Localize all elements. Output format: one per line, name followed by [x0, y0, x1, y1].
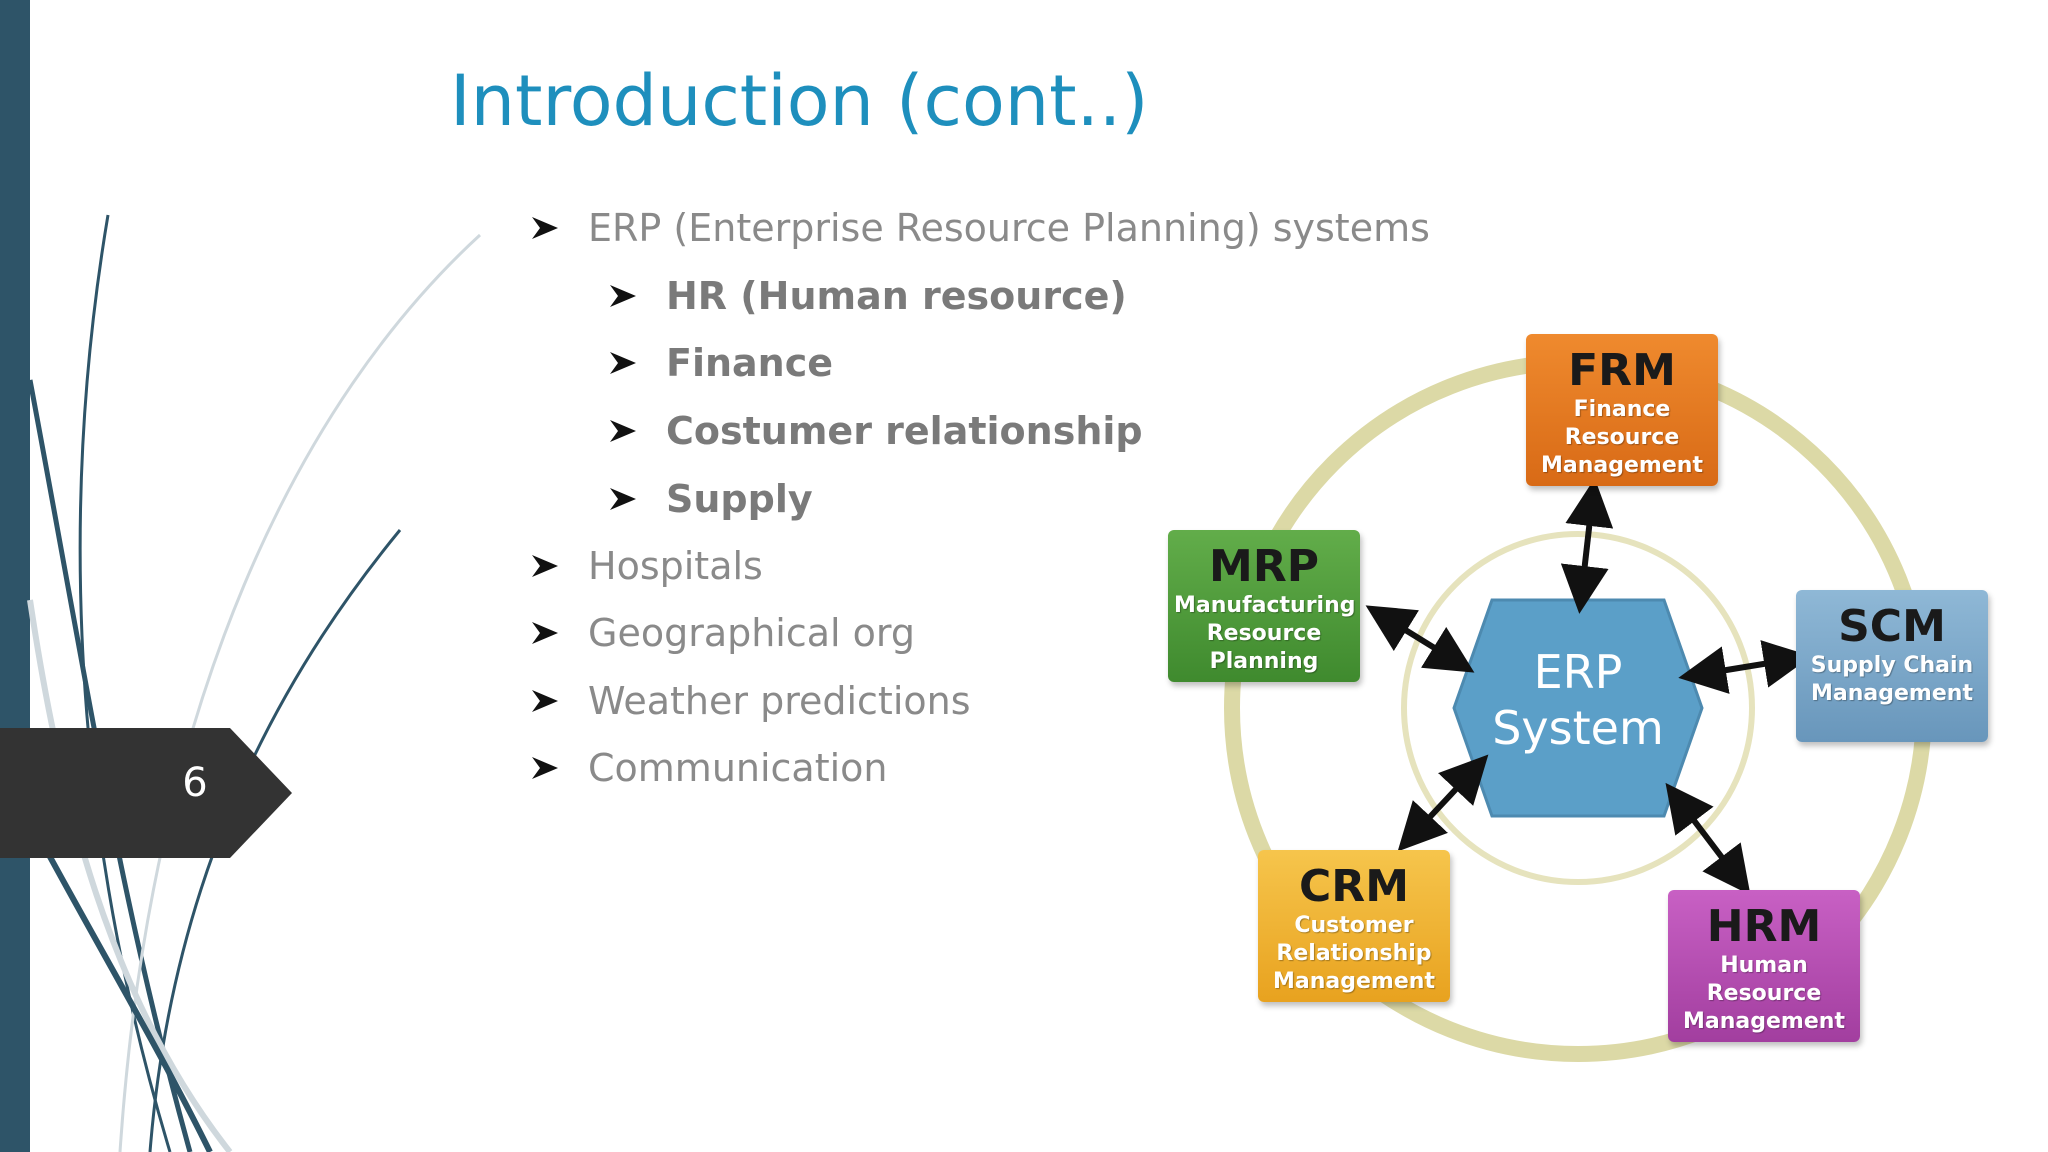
module-full-name: Supply Chain Management	[1810, 653, 1974, 706]
arrow-crm	[1397, 754, 1489, 852]
bullet-item: Supply	[608, 477, 813, 521]
module-full-name: Manufacturing Resource Planning	[1174, 593, 1356, 674]
module-frm: FRM Finance Resource Management	[1526, 334, 1718, 486]
left-accent-strip	[0, 0, 30, 1152]
bullet-item: Communication	[530, 746, 888, 790]
module-crm: CRM Customer Relationship Management	[1258, 850, 1450, 1002]
arrow-bullet-icon	[610, 488, 636, 510]
bullet-item: ERP (Enterprise Resource Planning) syste…	[530, 206, 1430, 250]
arrow-bullet-icon	[532, 622, 558, 644]
bullet-text: Weather predictions	[588, 679, 971, 723]
arrow-bullet-icon	[610, 285, 636, 307]
bullet-text: HR (Human resource)	[666, 274, 1127, 318]
module-mrp: MRP Manufacturing Resource Planning	[1168, 530, 1360, 682]
bullet-text: Costumer relationship	[666, 409, 1143, 453]
module-abbr: SCM	[1838, 601, 1946, 652]
decorative-curves	[27, 214, 482, 1152]
module-full-name: Finance Resource Management	[1541, 397, 1703, 478]
arrow-bullet-icon	[532, 217, 558, 239]
module-abbr: MRP	[1209, 541, 1319, 592]
bullet-item: Hospitals	[530, 544, 763, 588]
bullet-item: Finance	[608, 341, 833, 385]
module-abbr: CRM	[1299, 861, 1409, 912]
arrow-mrp	[1365, 605, 1475, 673]
arrow-bullet-icon	[610, 420, 636, 442]
bullet-item: Weather predictions	[530, 679, 971, 723]
bullet-item: HR (Human resource)	[608, 274, 1127, 318]
erp-line1: ERP	[1533, 645, 1623, 699]
arrow-bullet-icon	[532, 757, 558, 779]
bullet-item: Geographical org	[530, 611, 915, 655]
bullet-text: Hospitals	[588, 544, 763, 588]
module-full-name: Human Resource Management	[1683, 953, 1845, 1034]
module-hrm: HRM Human Resource Management	[1668, 890, 1860, 1042]
erp-diagram: ERP System FRM Finance Resource Manageme…	[1160, 320, 2020, 1080]
arrow-bullet-icon	[532, 690, 558, 712]
bullet-text: Supply	[666, 477, 813, 521]
page-number-tag	[0, 728, 292, 858]
erp-center-label: ERP System	[1478, 644, 1678, 756]
module-scm: SCM Supply Chain Management	[1796, 590, 1988, 742]
bullet-text: Finance	[666, 341, 834, 385]
bullet-text: Communication	[588, 746, 888, 790]
bullet-text: ERP (Enterprise Resource Planning) syste…	[588, 206, 1430, 250]
bullet-item: Costumer relationship	[608, 409, 1143, 453]
bullet-text: Geographical org	[588, 611, 916, 655]
module-full-name: Customer Relationship Management	[1273, 913, 1435, 994]
arrow-hrm	[1665, 782, 1751, 896]
slide-title: Introduction (cont..)	[450, 60, 1149, 142]
erp-hexagon	[1452, 598, 1704, 818]
page-number: 6	[182, 760, 208, 806]
erp-line2: System	[1492, 701, 1664, 755]
arrow-bullet-icon	[610, 352, 636, 374]
module-abbr: FRM	[1568, 345, 1676, 396]
module-abbr: HRM	[1706, 901, 1822, 952]
arrow-frm	[1560, 478, 1614, 614]
arrow-scm	[1678, 640, 1812, 694]
arrow-bullet-icon	[532, 555, 558, 577]
